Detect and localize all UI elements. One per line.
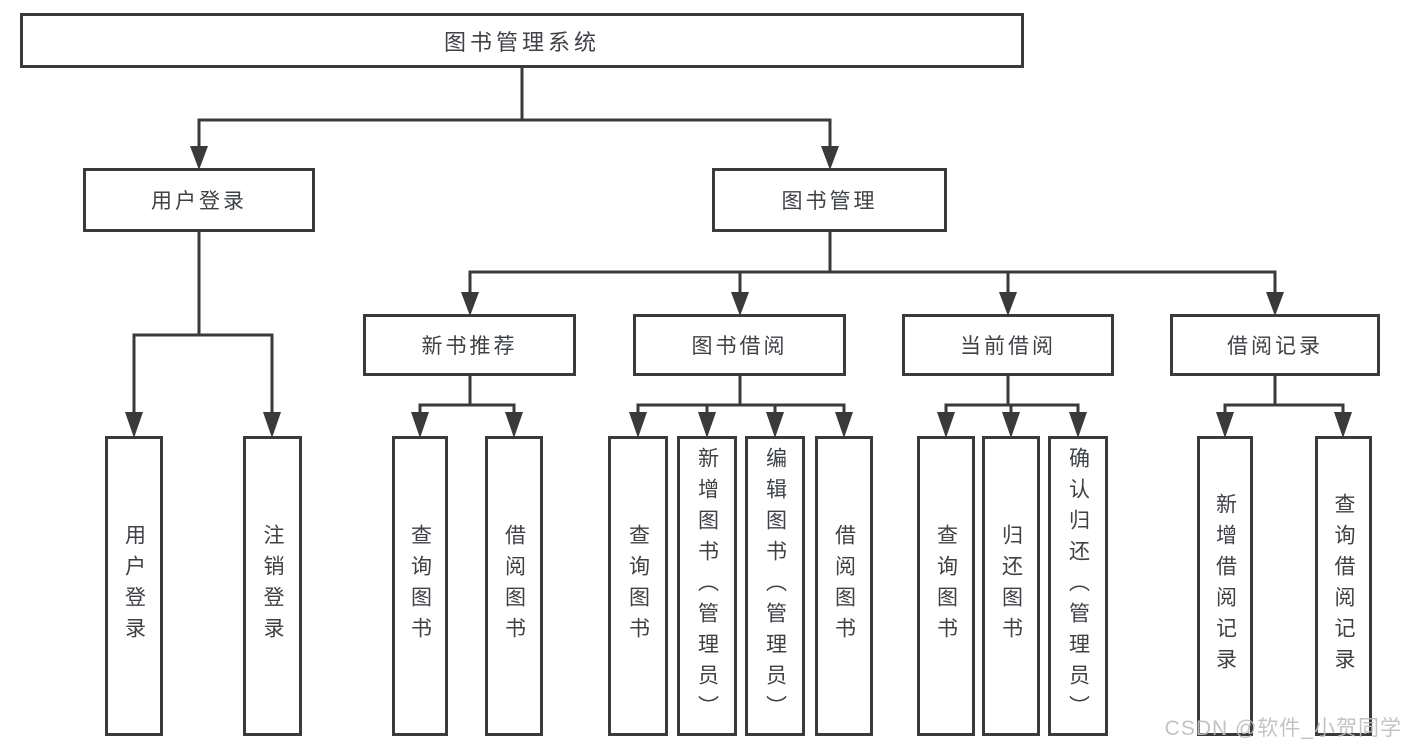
leaf-edit-books-admin: 编辑图书（管理员）	[745, 436, 805, 736]
node-borrowing-records: 借阅记录	[1170, 314, 1380, 376]
leaf-borrow-books-borrowing: 借阅图书	[815, 436, 873, 736]
csdn-watermark: CSDN @软件_小贺同学	[1164, 717, 1402, 740]
node-library-management-system: 图书管理系统	[20, 13, 1024, 68]
leaf-query-books-recommend: 查询图书	[392, 436, 448, 736]
node-current-borrowing: 当前借阅	[902, 314, 1114, 376]
arrowheads	[125, 146, 1352, 438]
leaf-query-borrow-record: 查询借阅记录	[1315, 436, 1372, 736]
leaf-return-books: 归还图书	[982, 436, 1040, 736]
leaf-add-borrow-record: 新增借阅记录	[1197, 436, 1253, 736]
node-user-login: 用户登录	[83, 168, 315, 232]
leaf-user-login: 用户登录	[105, 436, 163, 736]
leaf-query-books-borrowing: 查询图书	[608, 436, 668, 736]
node-book-borrowing: 图书借阅	[633, 314, 846, 376]
leaf-add-books-admin: 新增图书（管理员）	[677, 436, 737, 736]
leaf-query-books-current: 查询图书	[917, 436, 975, 736]
leaf-borrow-books-recommend: 借阅图书	[485, 436, 543, 736]
leaf-confirm-return-admin: 确认归还（管理员）	[1048, 436, 1108, 736]
leaf-logout: 注销登录	[243, 436, 302, 736]
node-book-management: 图书管理	[712, 168, 947, 232]
node-new-book-recommendation: 新书推荐	[363, 314, 576, 376]
